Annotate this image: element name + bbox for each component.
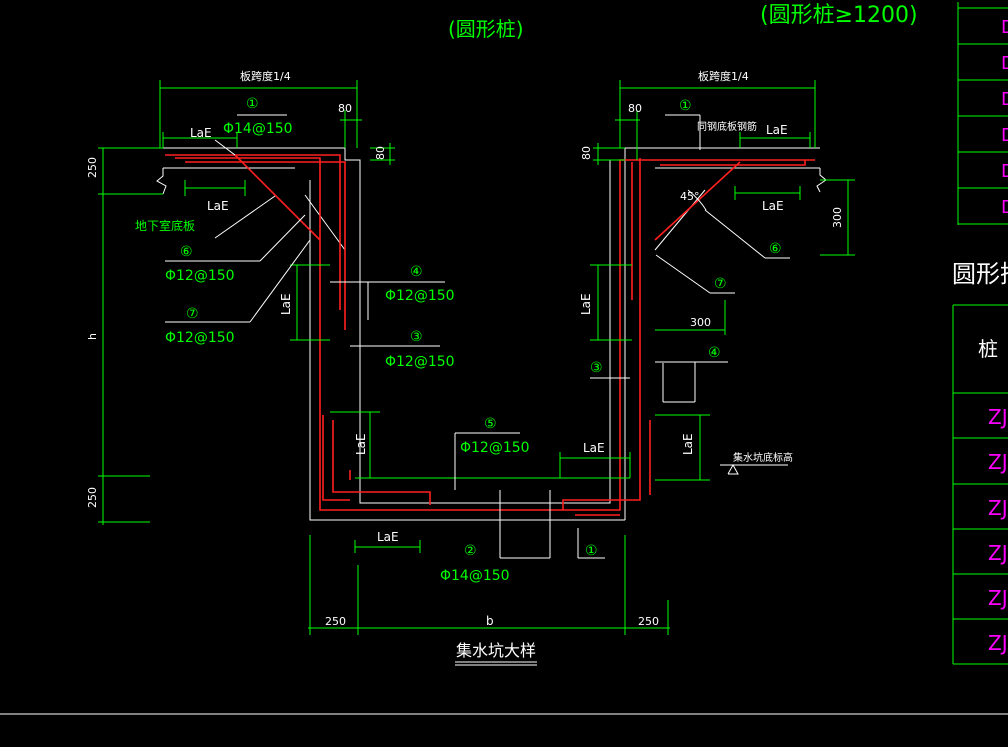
dim-h: h bbox=[86, 333, 99, 340]
mark-3-left: ③ bbox=[410, 329, 423, 345]
dimensions bbox=[98, 80, 855, 635]
table-row: ZJ bbox=[988, 631, 1008, 655]
dim-250-top: 250 bbox=[86, 157, 99, 178]
dim-300-v: 300 bbox=[831, 207, 844, 228]
mark-6-right: ⑥ bbox=[769, 241, 782, 257]
table-cell: D bbox=[1001, 125, 1008, 146]
lae-top-left: LaE bbox=[190, 126, 212, 140]
spec-12-7: Φ12@150 bbox=[165, 330, 235, 346]
spec-12-6: Φ12@150 bbox=[165, 268, 235, 284]
span-right-label: 板跨度1/4 bbox=[698, 69, 749, 83]
mark-1-bottom: ① bbox=[585, 543, 598, 559]
mark-7-left: ⑦ bbox=[186, 306, 199, 322]
rebar bbox=[165, 154, 815, 516]
spec-12-5: Φ12@150 bbox=[460, 440, 530, 456]
span-left-label: 板跨度1/4 bbox=[240, 69, 291, 83]
mark-4-left: ④ bbox=[410, 264, 423, 280]
dim-250-left: 250 bbox=[325, 615, 346, 628]
mark-4-right: ④ bbox=[708, 345, 721, 361]
spec-12-4: Φ12@150 bbox=[385, 288, 455, 304]
dim-80-right-v: 80 bbox=[580, 146, 593, 160]
mark-1-right: ① bbox=[679, 98, 692, 114]
mark-1-top: ① bbox=[246, 96, 259, 112]
lae-left-v: LaE bbox=[279, 293, 293, 315]
table-row: ZJ bbox=[988, 586, 1008, 610]
dim-b: b bbox=[486, 614, 494, 628]
lae-left-2: LaE bbox=[207, 199, 229, 213]
mark-7-right: ⑦ bbox=[714, 276, 727, 292]
table-title: 圆形挖孔 bbox=[952, 260, 1008, 288]
mark-6-left: ⑥ bbox=[180, 244, 193, 260]
dim-250-bottom: 250 bbox=[86, 487, 99, 508]
lae-bottom-mid: LaE bbox=[583, 441, 605, 455]
table-row: ZJ bbox=[988, 450, 1008, 474]
lae-under: LaE bbox=[377, 530, 399, 544]
labels: 板跨度1/4 板跨度1/4 80 80 80 80 ① Φ14@150 ① 同钢… bbox=[86, 69, 844, 660]
mark-5: ⑤ bbox=[484, 416, 497, 432]
table-cell: D bbox=[1001, 161, 1008, 182]
table-head: 桩 bbox=[978, 337, 998, 361]
lae-bottom-right-v: LaE bbox=[681, 433, 695, 455]
lae-top-right: LaE bbox=[766, 123, 788, 137]
lae-right-2: LaE bbox=[762, 199, 784, 213]
lae-bottom-left-v: LaE bbox=[354, 433, 368, 455]
leaders bbox=[165, 114, 790, 666]
spec-14-top: Φ14@150 bbox=[223, 121, 293, 137]
spec-12-3: Φ12@150 bbox=[385, 354, 455, 370]
table-cell: D bbox=[1001, 197, 1008, 218]
dim-80-right: 80 bbox=[628, 102, 642, 115]
bar-label-right: 同钢底板钢筋 bbox=[697, 120, 757, 133]
table-cell: D bbox=[1001, 89, 1008, 110]
dim-250-right: 250 bbox=[638, 615, 659, 628]
pile-table: D D D D D D 圆形挖孔 桩 ZJ ZJ ZJ ZJ ZJ ZJ bbox=[952, 2, 1008, 665]
mark-3-right: ③ bbox=[590, 360, 603, 376]
lae-right-v: LaE bbox=[579, 293, 593, 315]
pit-bottom-label: 集水坑底标高 bbox=[733, 451, 793, 464]
slab-label: 地下室底板 bbox=[135, 218, 195, 233]
angle-label: 45° bbox=[680, 190, 700, 203]
table-cell: D bbox=[1001, 17, 1008, 38]
dim-300-h: 300 bbox=[690, 316, 711, 329]
mark-2: ② bbox=[464, 543, 477, 559]
dim-80-left-v: 80 bbox=[374, 146, 387, 160]
table-cell: D bbox=[1001, 53, 1008, 74]
dim-80-left: 80 bbox=[338, 102, 352, 115]
left-title: (圆形桩) bbox=[448, 17, 524, 41]
right-title: (圆形桩≥1200) bbox=[760, 3, 918, 28]
drawing-caption: 集水坑大样 bbox=[456, 641, 536, 660]
table-row: ZJ bbox=[988, 496, 1008, 520]
table-row: ZJ bbox=[988, 541, 1008, 565]
table-row: ZJ bbox=[988, 405, 1008, 429]
spec-14-2: Φ14@150 bbox=[440, 568, 510, 584]
